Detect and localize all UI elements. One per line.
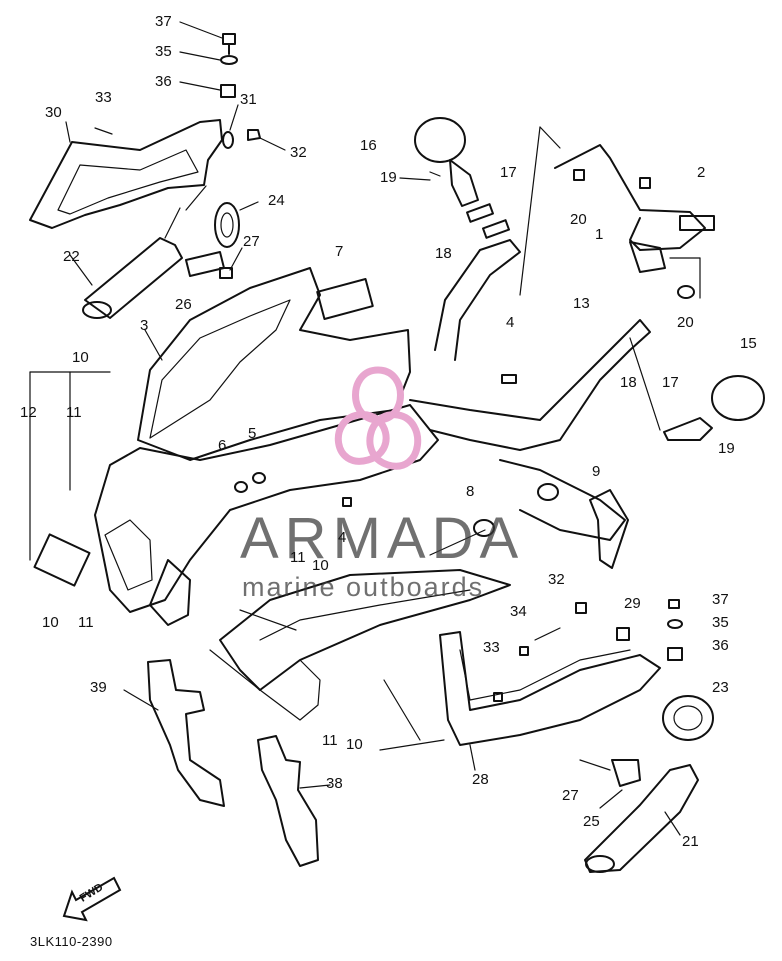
windscreen-3 [137, 267, 411, 461]
callout-2: 2 [697, 164, 706, 181]
callout-19: 19 [380, 169, 397, 186]
callout-22: 22 [63, 248, 80, 265]
bracket-1 [554, 144, 715, 299]
callout-13: 13 [573, 295, 590, 312]
callout-16: 16 [360, 137, 377, 154]
callout-39: 39 [90, 679, 107, 696]
callout-17: 17 [500, 164, 517, 181]
callout-10d: 10 [346, 736, 363, 753]
callout-33b: 33 [483, 639, 500, 656]
screw-stack-top [179, 21, 238, 98]
callout-10c: 10 [42, 614, 59, 631]
callout-11c: 11 [78, 614, 94, 631]
callout-4b: 4 [338, 529, 347, 546]
callout-6: 6 [218, 437, 227, 454]
callout-23: 23 [712, 679, 729, 696]
under-cowling-28 [439, 631, 661, 746]
bracket-38 [257, 735, 319, 867]
callout-27: 27 [243, 233, 260, 250]
callout-27b: 27 [562, 787, 579, 804]
callout-5: 5 [248, 425, 257, 442]
callout-32: 32 [290, 144, 307, 161]
drawing-code: 3LK110-2390 [30, 934, 113, 949]
callout-35: 35 [155, 43, 172, 60]
cowling-stay-13 [409, 126, 651, 569]
callout-3: 3 [140, 317, 149, 334]
callout-30: 30 [45, 104, 62, 121]
callout-19b: 19 [718, 440, 735, 457]
inner-panel-30 [29, 119, 223, 229]
callout-17b: 17 [662, 374, 679, 391]
callout-1: 1 [595, 226, 604, 243]
callout-4: 4 [506, 314, 515, 331]
callout-11b: 11 [290, 549, 306, 566]
callout-10: 10 [72, 349, 89, 366]
callout-11: 11 [66, 404, 82, 421]
front-cowling [94, 404, 511, 721]
mirror-16 [399, 117, 479, 207]
forward-arrow-icon [62, 876, 122, 922]
callout-10b: 10 [312, 557, 329, 574]
callout-21: 21 [682, 833, 699, 850]
callout-29: 29 [624, 595, 641, 612]
callout-26: 26 [175, 296, 192, 313]
callout-36b: 36 [712, 637, 729, 654]
callout-7: 7 [335, 243, 344, 260]
callout-18b: 18 [620, 374, 637, 391]
callout-37b: 37 [712, 591, 729, 608]
callout-15: 15 [740, 335, 757, 352]
callout-31: 31 [240, 91, 257, 108]
callout-34: 34 [510, 603, 527, 620]
callout-38: 38 [326, 775, 343, 792]
callout-20b: 20 [677, 314, 694, 331]
bracket-39 [147, 659, 225, 807]
callout-18: 18 [435, 245, 452, 262]
callout-36: 36 [155, 73, 172, 90]
callout-9: 9 [592, 463, 601, 480]
air-duct-21 [579, 759, 699, 873]
callout-8: 8 [466, 483, 475, 500]
armada-logo-icon [334, 366, 422, 470]
air-duct-22 [69, 185, 207, 319]
callout-25: 25 [583, 813, 600, 830]
callout-33: 33 [95, 89, 112, 106]
callout-35b: 35 [712, 614, 729, 631]
callout-24: 24 [268, 192, 285, 209]
callout-32b: 32 [548, 571, 565, 588]
callout-11d: 11 [322, 732, 338, 749]
callout-28: 28 [472, 771, 489, 788]
callout-20: 20 [570, 211, 587, 228]
watermark-brand-name: ARMADA [240, 506, 525, 571]
logo-loops [334, 366, 422, 470]
watermark-tagline: marine outboards [242, 572, 485, 602]
callout-37: 37 [155, 13, 172, 30]
callout-12: 12 [20, 404, 37, 421]
